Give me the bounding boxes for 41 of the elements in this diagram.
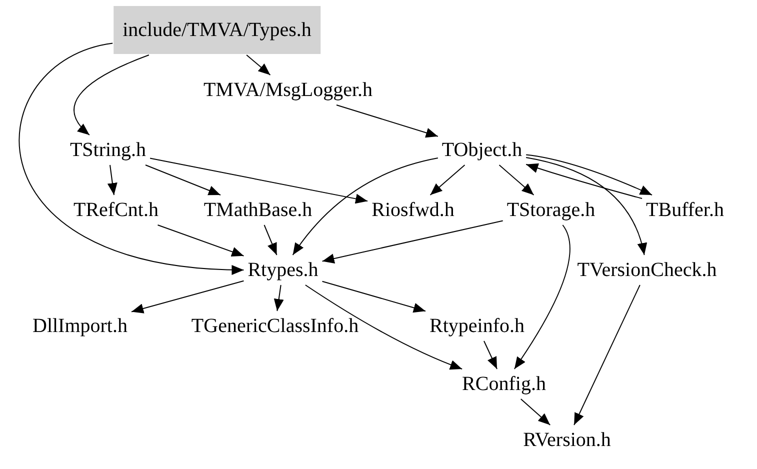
dependency-arrow [526, 154, 652, 196]
dependency-arrow [526, 156, 646, 256]
file-name: TRefCnt.h [74, 198, 158, 222]
file-name: TMVA/MsgLogger.h [203, 78, 373, 102]
dependency-arrow [520, 398, 551, 426]
dependency-arrow [292, 158, 438, 256]
dependency-arrow [322, 280, 426, 313]
file-name: TObject.h [442, 138, 522, 162]
file-name: RVersion.h [523, 428, 611, 452]
file-name: Rtypes.h [248, 258, 318, 282]
dependency-arrow [157, 224, 244, 257]
file-name: TStorage.h [506, 198, 596, 222]
file-name: TMathBase.h [204, 198, 312, 222]
file-name: TString.h [70, 138, 146, 162]
dependency-arrow [150, 158, 368, 204]
dependency-arrow [322, 220, 504, 264]
file-box [114, 6, 320, 54]
dependency-arrow [18, 42, 244, 274]
dependency-arrow [574, 284, 640, 426]
file-name: TGenericClassInfo.h [191, 314, 359, 338]
dependency-arrow [264, 224, 278, 256]
dependency-arrow [430, 164, 466, 196]
file-name: DllImport.h [32, 314, 128, 338]
dependency-arrow [483, 340, 498, 370]
dependency-arrow [107, 164, 118, 196]
dependency-arrow [131, 280, 244, 314]
file-name: TBuffer.h [646, 198, 724, 222]
dependency-arrow [246, 54, 271, 76]
dependency-arrow [526, 163, 643, 200]
dependency-arrow [274, 284, 284, 312]
file-name: include/TMVA/Types.h [122, 18, 312, 42]
file-name: Riosfwd.h [372, 198, 454, 222]
file-name: TVersionCheck.h [577, 258, 717, 282]
file-name: Rtypeinfo.h [430, 314, 524, 338]
dependency-arrow [74, 54, 150, 136]
dependency-arrow [145, 164, 221, 196]
dependency-arrow [498, 164, 534, 196]
file-name: RConfig.h [462, 372, 546, 396]
dependency-arrow [304, 284, 463, 370]
dependency-arrow [514, 224, 570, 370]
dependency-arrow [336, 104, 438, 138]
